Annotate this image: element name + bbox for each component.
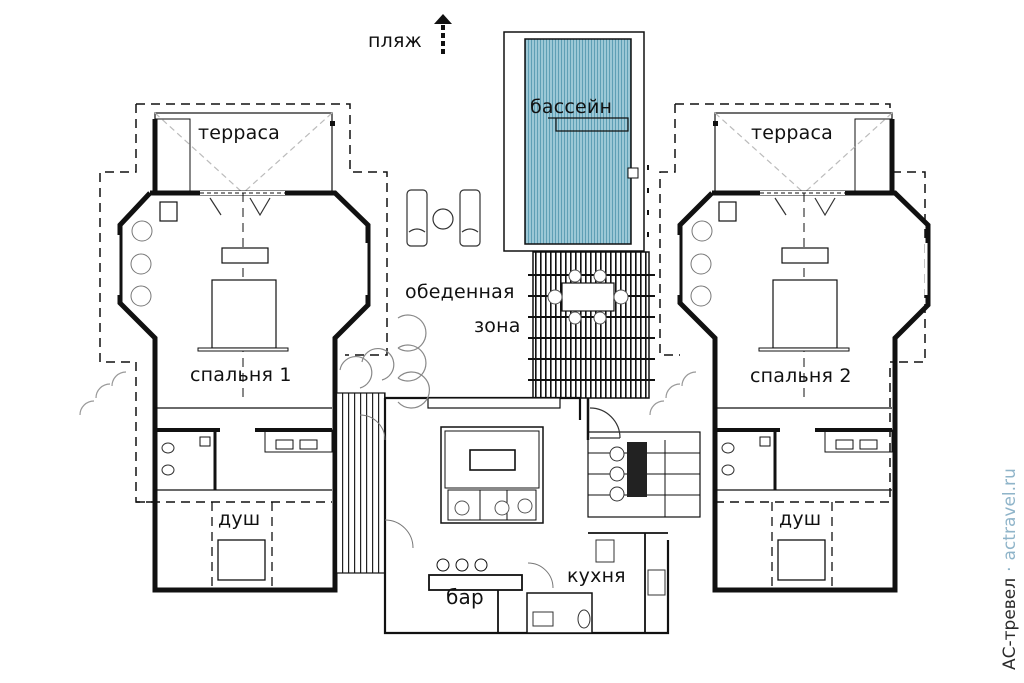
sun-loungers: [406, 189, 481, 247]
watermark-site: actravel.ru: [1000, 468, 1020, 561]
dining-pergola: [528, 251, 655, 399]
bedroom-wing-left: [79, 103, 388, 593]
dining-label-line2: зона: [474, 315, 521, 337]
bedroom-1-label: спальня 1: [190, 364, 292, 386]
bedroom-wing-right: [649, 103, 931, 593]
dining-label-line1: обеденная: [405, 281, 515, 303]
pool-label: бассейн: [530, 96, 613, 118]
pool: [503, 31, 645, 252]
central-block: [333, 314, 701, 635]
watermark: АС-тревел · actravel.ru: [1000, 468, 1020, 670]
terrace-right-label: терраса: [751, 122, 834, 144]
bedroom-2-label: спальня 2: [750, 365, 852, 387]
watermark-separator: ·: [1000, 566, 1020, 572]
bar-label: бар: [446, 585, 484, 609]
shower-right-label: душ: [779, 508, 822, 530]
beach-arrow-icon: [434, 14, 452, 54]
kitchen-label: кухня: [567, 565, 626, 587]
watermark-brand: АС-тревел: [1000, 577, 1020, 670]
shower-left-label: душ: [218, 508, 261, 530]
beach-label: пляж: [368, 30, 422, 52]
terrace-left-label: терраса: [198, 122, 281, 144]
